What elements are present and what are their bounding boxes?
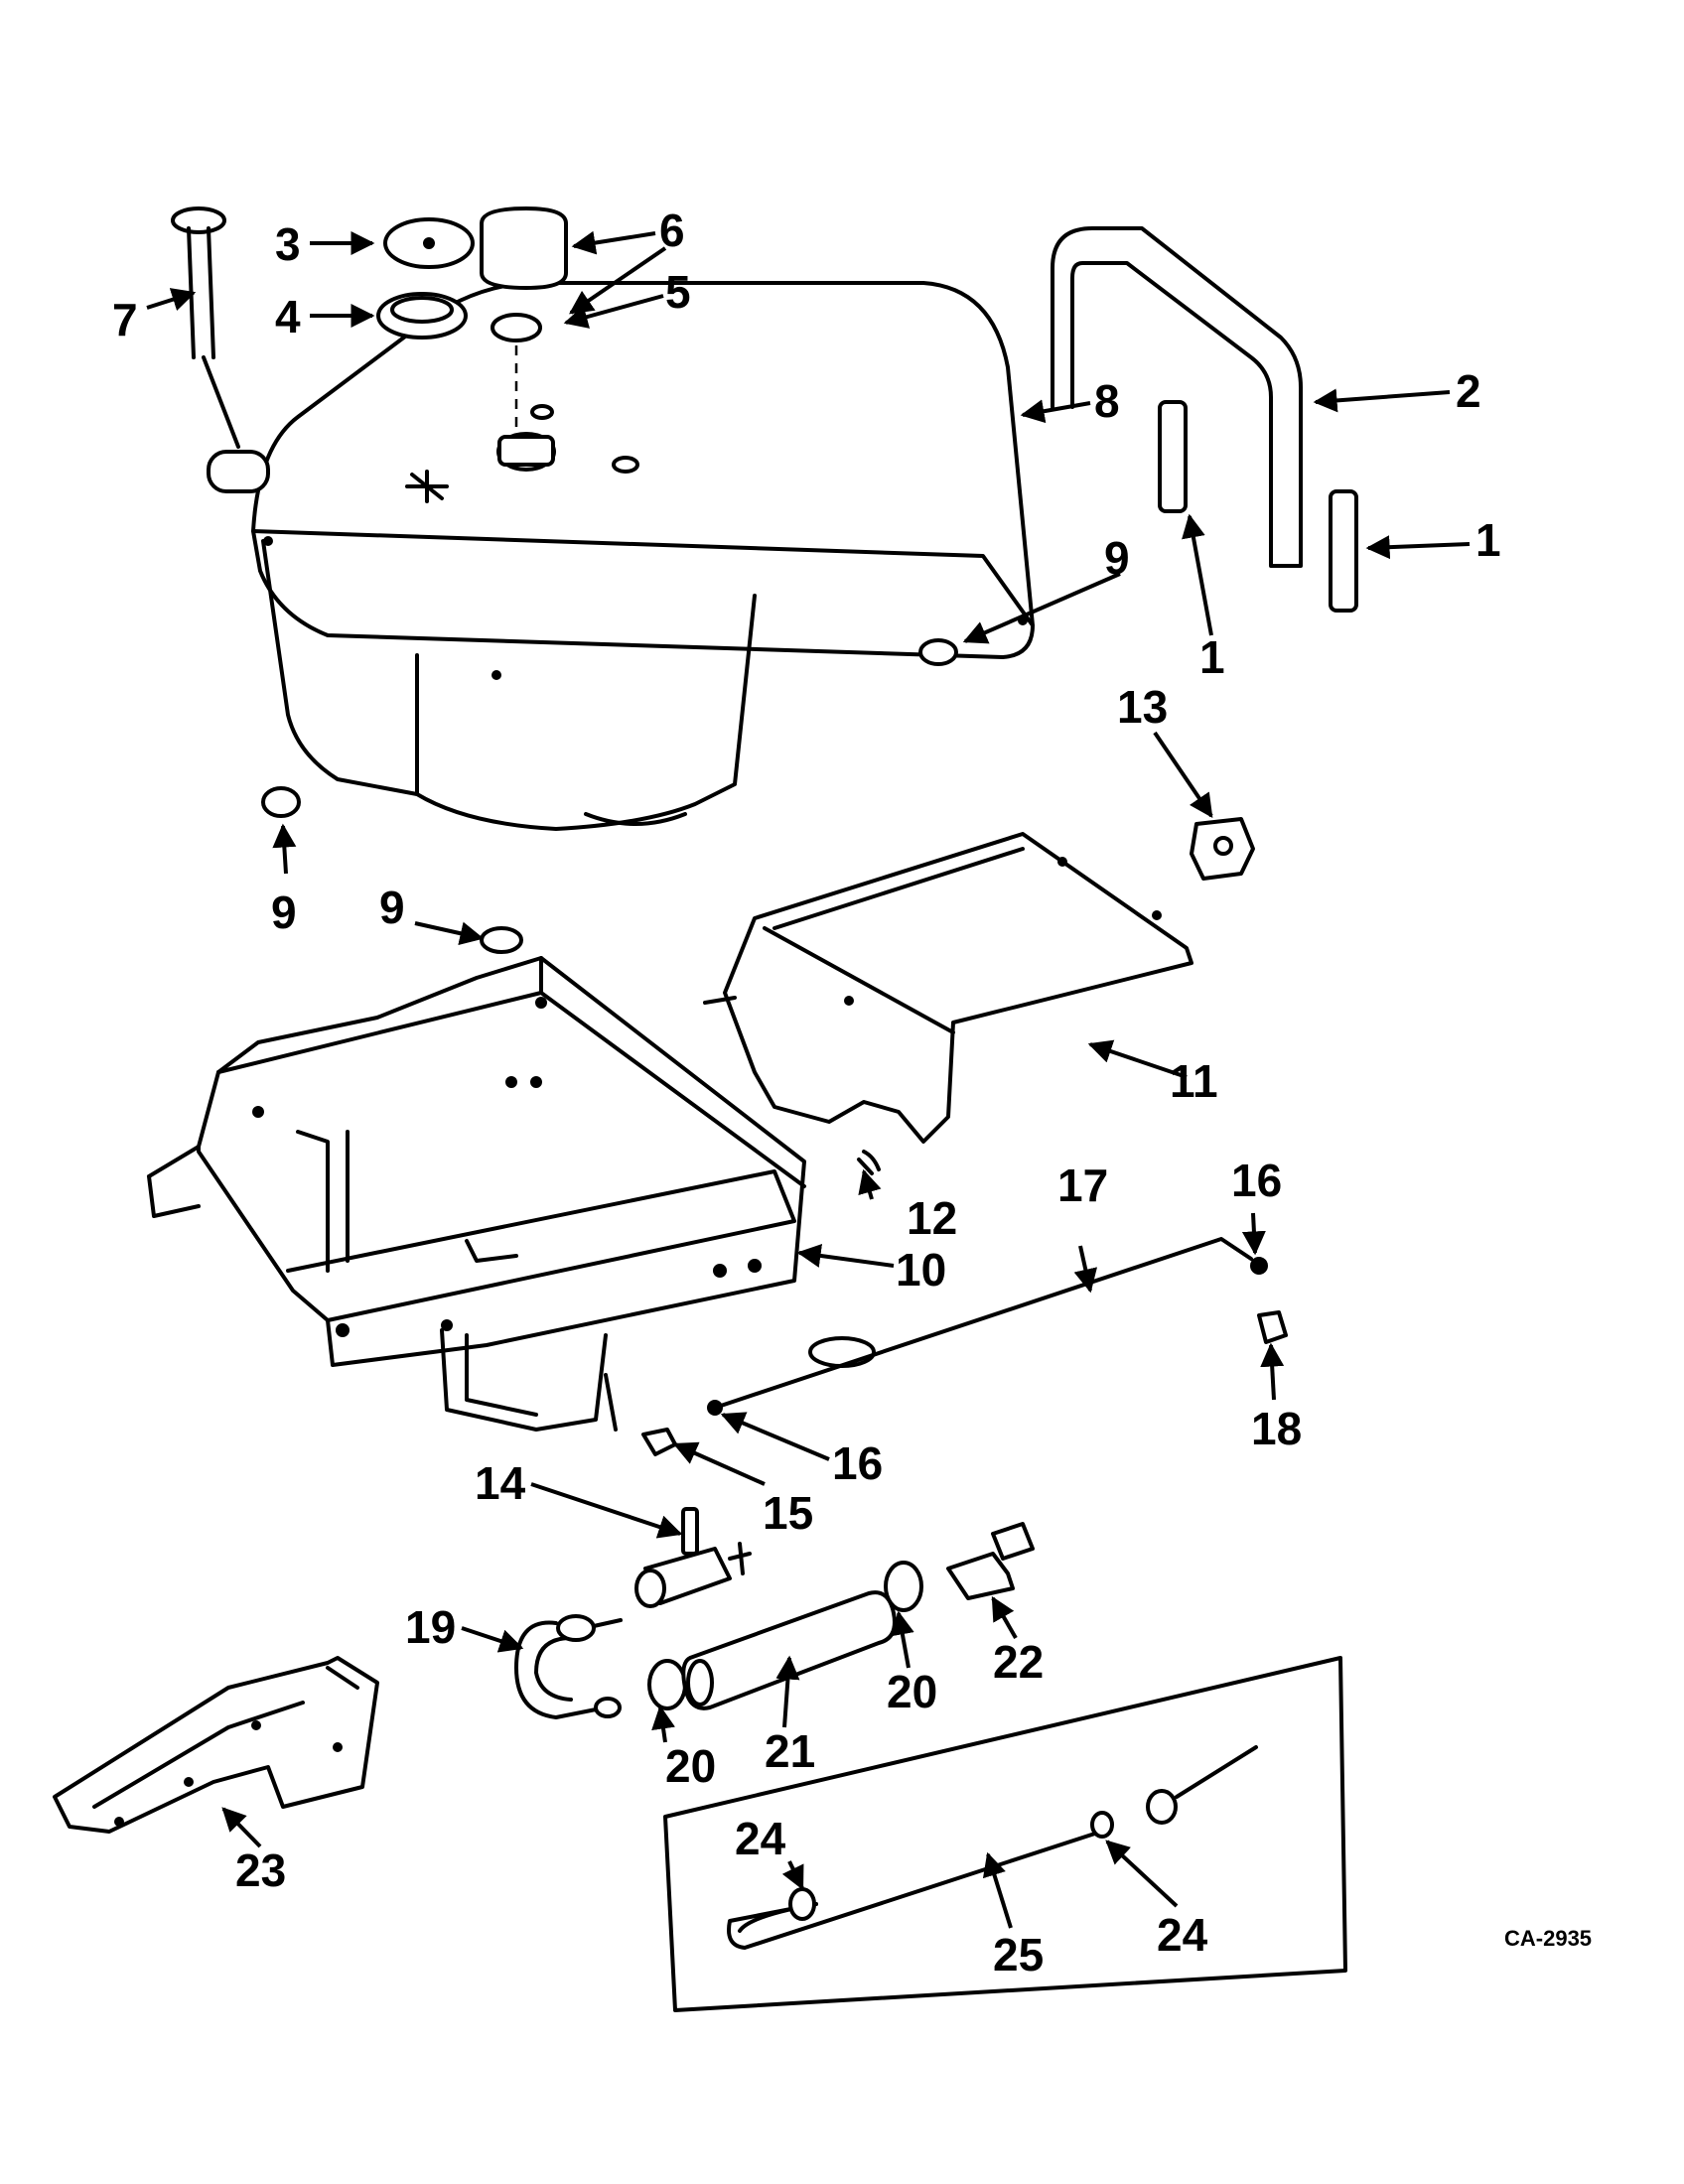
callout-21: 21 [765,1725,815,1777]
callout-4: 4 [275,291,301,342]
callout-9-upper: 9 [1104,532,1130,584]
fuel-line [707,1237,1268,1416]
hose [514,1614,623,1719]
callout-16-lower: 16 [832,1437,883,1489]
callout-1-lower: 1 [1199,631,1225,683]
leader-lines [146,230,1471,1929]
callout-25: 25 [993,1929,1044,1980]
callout-18: 18 [1251,1403,1302,1454]
tank-strap [1051,226,1303,568]
shutoff-valve [634,1507,752,1608]
fuel-fittings [604,1310,1288,1456]
callout-20-left: 20 [665,1740,716,1792]
callout-9-middle: 9 [379,882,405,933]
callout-16-right: 16 [1231,1155,1282,1206]
callout-23: 23 [235,1844,286,1896]
callout-2: 2 [1456,365,1481,417]
shield [703,832,1193,1144]
callout-8: 8 [1094,375,1120,427]
callout-5: 5 [665,266,691,318]
fuel-hose [681,1590,897,1710]
callout-9-left: 9 [271,887,297,938]
support-frame [147,956,806,1432]
drawing-code: CA-2935 [1504,1926,1592,1951]
callout-6: 6 [659,205,685,256]
callout-24-right: 24 [1157,1909,1208,1961]
inset-box [663,1656,1347,2012]
callout-12: 12 [907,1192,957,1244]
callout-20-right: 20 [887,1666,937,1717]
elbow-fitting [946,1522,1035,1600]
bracket [53,1656,379,1834]
screw [857,1150,881,1175]
callout-15: 15 [763,1487,813,1539]
tank-pins [1158,400,1358,613]
callout-22: 22 [993,1636,1044,1688]
callout-3: 3 [275,218,301,270]
callout-24-left: 24 [735,1813,786,1864]
callout-10: 10 [896,1244,946,1296]
callout-14: 14 [475,1457,526,1509]
callout-11: 11 [1170,1055,1218,1107]
clip [1190,817,1255,881]
callout-7: 7 [112,294,138,345]
fuel-tank [251,281,1035,831]
filler-cap-parts [376,206,568,342]
callout-labels: 1 1 2 3 4 5 6 7 8 9 9 9 10 11 12 13 14 1… [112,205,1592,1980]
callout-1-right: 1 [1475,514,1501,566]
fuel-sending-unit [171,206,270,493]
callout-19: 19 [405,1601,456,1653]
callout-17: 17 [1057,1160,1108,1211]
callout-13: 13 [1117,681,1168,733]
